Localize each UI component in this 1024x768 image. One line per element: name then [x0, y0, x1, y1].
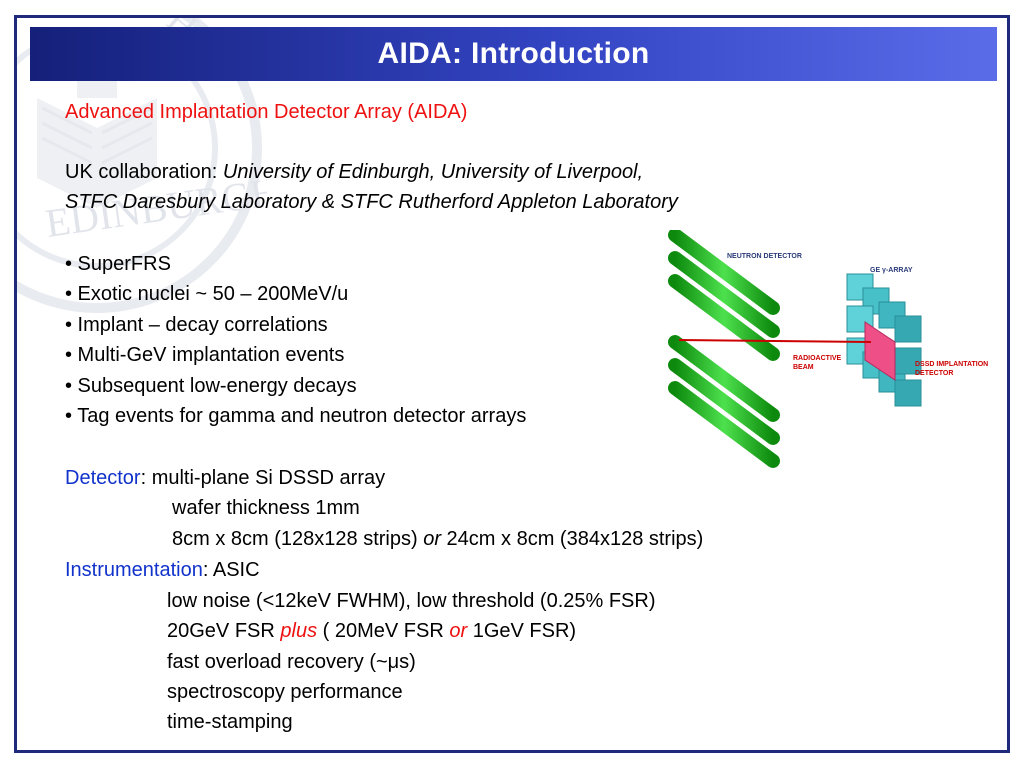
instr-sub-2b: ( 20MeV FSR [317, 620, 450, 642]
detector-sub-2a: 8cm x 8cm (128x128 strips) [172, 528, 424, 550]
title-bar: AIDA: Introduction [30, 27, 997, 81]
dssd-detector [864, 321, 896, 381]
instrumentation-sub-2: 20GeV FSR plus ( 20MeV FSR or 1GeV FSR) [167, 619, 576, 643]
collaboration-institutions-2: STFC Daresbury Laboratory & STFC Rutherf… [65, 191, 678, 213]
instr-sub-2c: 1GeV FSR) [467, 620, 577, 642]
instrumentation-sub-3: fast overload recovery (~μs) [167, 651, 416, 673]
dssd-label-2: DETECTOR [915, 370, 953, 377]
instr-sub-2-or: or [449, 620, 468, 642]
beam-label-2: BEAM [793, 364, 814, 371]
subtitle: Advanced Implantation Detector Array (AI… [65, 101, 468, 123]
ge-array [846, 273, 922, 407]
instrumentation-sub-5: time-stamping [167, 711, 293, 733]
instrumentation-sub-4: spectroscopy performance [167, 681, 403, 703]
neutron-detector-tubes [668, 230, 780, 468]
radioactive-beam [678, 339, 872, 343]
detector-sub-2: 8cm x 8cm (128x128 strips) or 24cm x 8cm… [172, 527, 703, 551]
slide-frame: EDINBURGH H AIDA: Introduction Advanced … [14, 15, 1010, 753]
beam-label-1: RADIOACTIVE [793, 355, 842, 362]
detector-sub-2b: 24cm x 8cm (384x128 strips) [441, 528, 704, 550]
instrumentation-line: Instrumentation: ASIC [65, 558, 260, 582]
detector-line: Detector: multi-plane Si DSSD array [65, 466, 385, 490]
bullet-item: • Subsequent low-energy decays [65, 375, 357, 397]
bullet-item: • SuperFRS [65, 253, 171, 275]
ge-array-label: GE γ-ARRAY [870, 267, 913, 274]
collaboration-line-1: UK collaboration: University of Edinburg… [65, 160, 643, 184]
instrumentation-text: : ASIC [202, 559, 260, 581]
collaboration-institutions-1: University of Edinburgh, University of L… [222, 161, 644, 183]
bullet-item: • Implant – decay correlations [65, 314, 328, 336]
instr-sub-2a: 20GeV FSR [167, 620, 281, 642]
detector-text: : multi-plane Si DSSD array [140, 467, 386, 489]
neutron-detector-label: NEUTRON DETECTOR [727, 253, 802, 260]
dssd-label-1: DSSD IMPLANTATION [915, 361, 988, 368]
collaboration-label: UK collaboration: [65, 161, 223, 183]
detector-sub-1: wafer thickness 1mm [172, 497, 360, 519]
instrumentation-label: Instrumentation [65, 559, 203, 581]
instr-sub-2-plus: plus [280, 620, 318, 642]
bullet-item: • Multi-GeV implantation events [65, 344, 345, 366]
slide-title: AIDA: Introduction [377, 37, 650, 70]
instrumentation-sub-1: low noise (<12keV FWHM), low threshold (… [167, 590, 656, 612]
bullet-item: • Tag events for gamma and neutron detec… [65, 405, 527, 427]
setup-diagram: NEUTRON DETECTOR GE γ-ARRAY RADIOACTIVE … [668, 230, 988, 468]
bullet-item: • Exotic nuclei ~ 50 – 200MeV/u [65, 283, 349, 305]
detector-label: Detector [65, 467, 141, 489]
detector-sub-2-or: or [423, 528, 441, 550]
